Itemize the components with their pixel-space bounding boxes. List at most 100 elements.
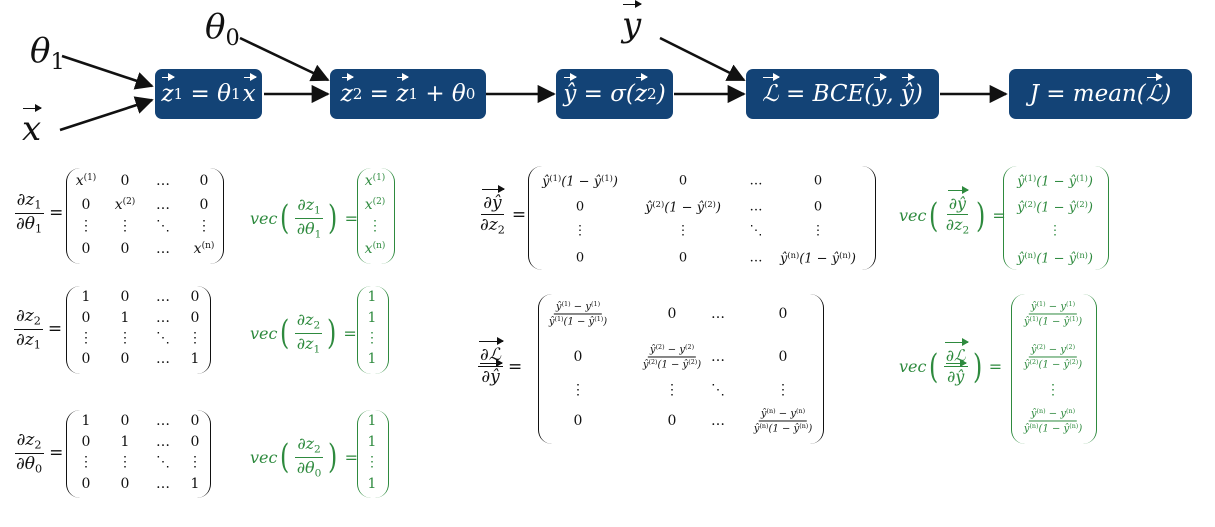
arrow-theta0-to-z2 [239,36,330,82]
input-theta1: θ1 [30,31,65,76]
deriv-dz1-dtheta1-label: ∂z1∂θ1= [14,190,64,236]
dz2-dz1-matrix-cell: 0 [120,351,130,367]
deriv-dL-dyhat-label: ∂ℒ∂ŷ= [478,336,523,388]
dz1-dtheta1-matrix-cell: x(2) [114,197,136,213]
node-J: J = mean(ℒ) [1009,69,1192,119]
dyhat-dz2-matrix-cell: ⋱ [749,223,763,239]
dL-dyhat-hdots-cell: … [711,349,725,365]
dz2-dz1-matrix-cell: … [156,289,170,305]
dL-dyhat-zero-cell: 0 [667,413,677,429]
dz2-dtheta0-matrix-cell: ⋮ [118,454,132,470]
dz2-dtheta0-vec-cell: 1 [367,413,377,429]
dz2-dz1-matrix-cell: ⋱ [156,330,170,346]
matrix-dz1-dtheta1 [66,168,224,264]
dz1-dtheta1-matrix-cell: ⋱ [156,218,170,234]
dz2-dtheta0-matrix-cell: 0 [120,413,130,429]
arrow-theta1-to-z1 [61,54,154,90]
dz1-dtheta1-matrix-cell: ⋮ [79,218,93,234]
dz1-dtheta1-vec-cell: x(1) [364,173,386,189]
dz2-dz1-matrix-cell: 0 [190,289,200,305]
vec-dyhat-dz2-label: vec(∂ŷ∂z2)= [899,186,1006,237]
dL-dyhat-hdots-cell: … [711,413,725,429]
dyhat-dz2-vec-cell: ŷ(n)(1 − ŷ(n)) [1017,249,1093,267]
dL-dyhat-zero-cell: 0 [778,306,788,322]
dz2-dz1-matrix-cell: ⋮ [118,330,132,346]
vec-dL-dyhat-label: vec(∂ℒ∂ŷ)= [899,338,1003,387]
dyhat-dz2-matrix-cell: 0 [813,173,823,189]
dz2-dz1-matrix-cell: ⋮ [188,330,202,346]
dz2-dtheta0-matrix-cell: … [156,476,170,492]
dz1-dtheta1-matrix-cell: 0 [120,241,130,257]
dz1-dtheta1-matrix-cell: 0 [199,197,209,213]
dz2-dz1-matrix-cell: … [156,351,170,367]
dz1-dtheta1-matrix-cell: … [156,173,170,189]
input-x: x [22,104,43,149]
dyhat-dz2-matrix-cell: 0 [575,199,585,215]
dyhat-dz2-vec-cell: ⋮ [1048,223,1062,239]
dz1-dtheta1-matrix-cell: 0 [81,241,91,257]
dyhat-dz2-matrix-cell: ⋮ [676,223,690,239]
vector-dL-dyhat [1011,294,1097,444]
dz1-dtheta1-matrix-cell: ⋮ [197,218,211,234]
dz2-dz1-matrix-cell: 1 [190,351,200,367]
dL-dyhat-hdots-cell: … [711,306,725,322]
arrow-y-to-loss [659,36,746,82]
dz2-dz1-matrix-cell: 0 [120,289,130,305]
dz2-dtheta0-vec-cell: 1 [367,434,377,450]
matrix-dz2-dz1 [66,286,211,374]
dz1-dtheta1-matrix-cell: ⋮ [118,218,132,234]
dyhat-dz2-matrix-cell: ⋮ [573,223,587,239]
dz2-dz1-vec-cell: 1 [367,289,377,305]
dz1-dtheta1-vec-cell: x(n) [364,241,386,257]
dyhat-dz2-matrix-cell: 0 [678,250,688,266]
dyhat-dz2-vec-cell: ŷ(1)(1 − ŷ(1)) [1017,172,1093,190]
dz2-dz1-vec-cell: ⋮ [365,330,379,346]
dL-dyhat-vdots-cell: ⋮ [571,382,585,398]
dyhat-dz2-matrix-cell: 0 [678,173,688,189]
deriv-dyhat-dz2-label: ∂ŷ∂z2= [480,184,527,237]
dL-dyhat-vec-2: ŷ(2) − y(2)ŷ(2)(1 − ŷ(2)) [1023,342,1083,371]
dz2-dtheta0-matrix-cell: 0 [81,476,91,492]
dz1-dtheta1-matrix-cell: 0 [120,173,130,189]
dz2-dtheta0-matrix-cell: 0 [190,413,200,429]
dz2-dtheta0-vec-cell: 1 [367,476,377,492]
dL-dyhat-zero-cell: 0 [573,349,583,365]
dL-dyhat-diag-1: ŷ(1) − y(1)ŷ(1)(1 − ŷ(1)) [548,299,608,328]
dyhat-dz2-matrix-cell: … [749,199,763,215]
dyhat-dz2-matrix-cell: 0 [813,199,823,215]
matrix-dz2-dtheta0 [66,410,211,498]
dL-dyhat-zero-cell: 0 [573,413,583,429]
dyhat-dz2-matrix-cell: ŷ(2)(1 − ŷ(2)) [645,198,721,216]
dL-dyhat-vdots-cell: ⋮ [665,382,679,398]
vec-dz2-dtheta0-label: vec(∂z2∂θ0)= [250,434,359,479]
dyhat-dz2-matrix-cell: 0 [575,250,585,266]
deriv-dz2-dtheta0-label: ∂z2∂θ0= [14,430,64,476]
dz2-dtheta0-matrix-cell: 1 [120,434,130,450]
dz2-dz1-vec-cell: 1 [367,310,377,326]
node-loss: ℒ = BCE(y, ŷ) [746,69,939,119]
dyhat-dz2-vec-cell: ŷ(2)(1 − ŷ(2)) [1017,198,1093,216]
dz1-dtheta1-vec-cell: x(2) [364,197,386,213]
dz2-dz1-matrix-cell: ⋮ [79,330,93,346]
dz2-dz1-matrix-cell: 1 [81,289,91,305]
deriv-dz2-dz1-label: ∂z2∂z1= [14,306,63,352]
graph-arrows [59,36,1008,132]
dL-dyhat-vdots-cell: ⋮ [776,382,790,398]
dz1-dtheta1-matrix-cell: x(1) [75,173,97,189]
dz2-dz1-matrix-cell: 1 [120,310,130,326]
dz2-dtheta0-matrix-cell: ⋮ [188,454,202,470]
dz2-dz1-matrix-cell: 0 [81,351,91,367]
vector-dz1-dtheta1 [357,168,395,264]
dz2-dtheta0-matrix-cell: 0 [120,476,130,492]
dz2-dtheta0-matrix-cell: ⋮ [79,454,93,470]
dz2-dtheta0-matrix-cell: 1 [190,476,200,492]
dz2-dz1-matrix-cell: 0 [190,310,200,326]
dz1-dtheta1-matrix-cell: … [156,241,170,257]
dL-dyhat-ddots-cell: ⋱ [711,382,725,398]
dz1-dtheta1-matrix-cell: … [156,197,170,213]
dyhat-dz2-matrix-cell: ⋮ [811,223,825,239]
dyhat-dz2-matrix-cell: ŷ(n)(1 − ŷ(n)) [780,249,856,267]
